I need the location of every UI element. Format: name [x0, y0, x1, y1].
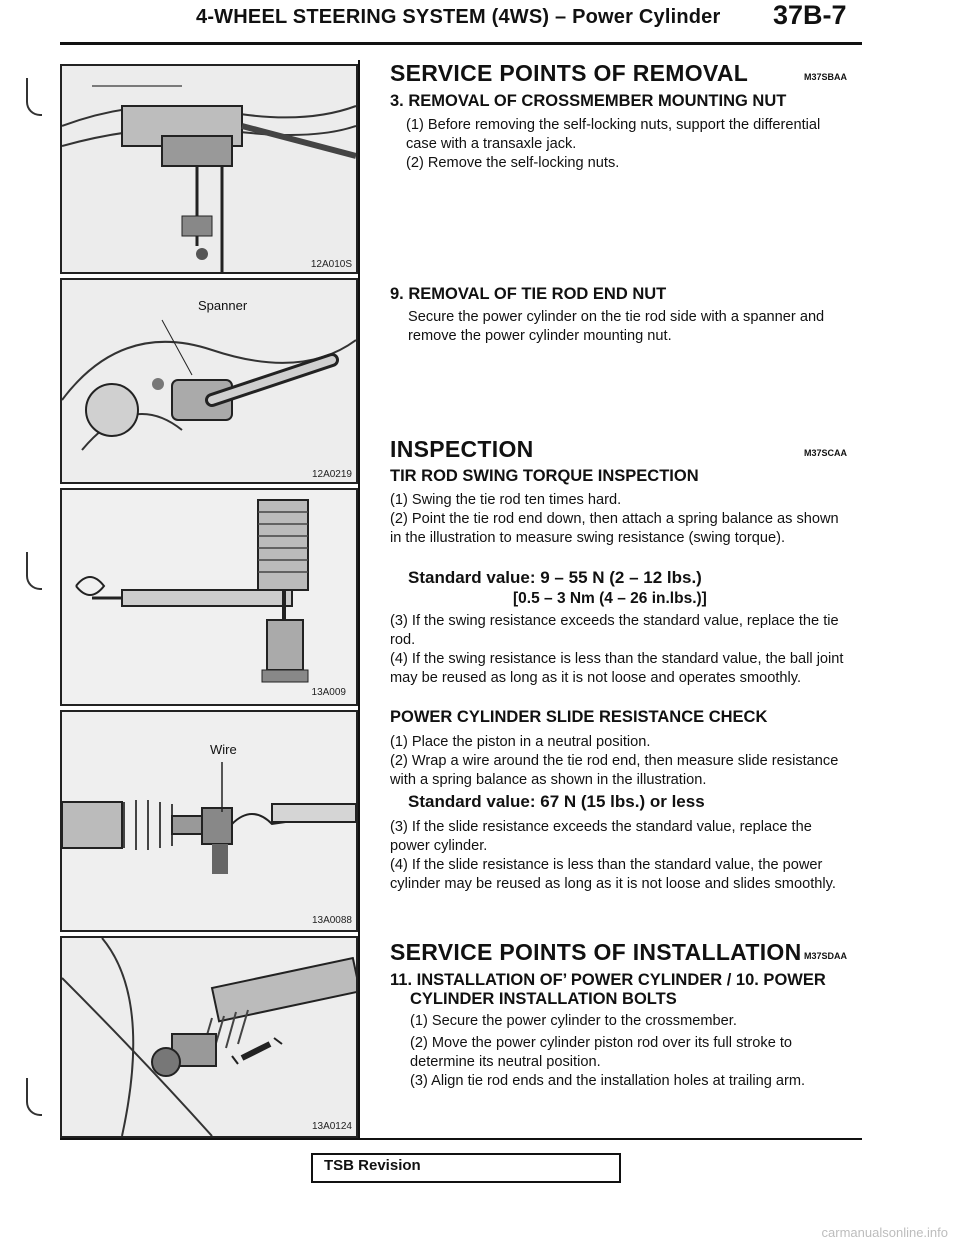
swing-torque-heading: TIR ROD SWING TORQUE INSPECTION — [390, 467, 699, 485]
section-title-inspection: INSPECTION — [390, 436, 534, 462]
installation-heading-line1: 11. INSTALLATION OF’ POWER CYLINDER / 10… — [390, 971, 826, 989]
illustration-spanner — [62, 280, 356, 482]
tsb-revision-box — [311, 1153, 621, 1183]
installation-heading-line2: CYLINDER INSTALLATION BOLTS — [410, 990, 677, 1008]
illustration-spring-balance — [62, 490, 356, 704]
figure-code: 13A0124 — [311, 1121, 352, 1132]
swing-step3: (3) If the swing resistance exceeds the … — [390, 613, 839, 648]
figure-swing-torque: 13A009 — [60, 488, 358, 706]
installation-step2: (2) Move the power cylinder piston rod o… — [410, 1035, 793, 1070]
column-divider — [358, 60, 360, 1140]
watermark-text: carmanualsonline.info — [821, 1225, 948, 1240]
binder-hole-mark — [26, 552, 42, 590]
figure-spanner-tie-rod: Spanner 12A0219 — [60, 278, 358, 484]
removal-item9-heading: 9. REMOVAL OF TIE ROD END NUT — [390, 285, 667, 303]
illustration-power-cylinder — [62, 938, 356, 1136]
figure-power-cylinder-install: 13A0124 — [60, 936, 358, 1138]
slide-resistance-heading: POWER CYLINDER SLIDE RESISTANCE CHECK — [390, 708, 768, 726]
installation-step3: (3) Align tie rod ends and the installat… — [410, 1073, 806, 1089]
swing-standard-value: Standard value: 9 – 55 N (2 – 12 lbs.) — [408, 568, 702, 587]
slide-step4: (4) If the slide resistance is less than… — [390, 857, 836, 892]
section-code-installation: M37SDAA — [804, 951, 848, 961]
removal-item3-step2: (2) Remove the self-locking nuts. — [406, 155, 620, 171]
swing-step4: (4) If the swing resistance is less than… — [390, 651, 844, 686]
figure-code: 13A0088 — [311, 915, 352, 926]
figure-crossmember-jack: 12A010S — [60, 64, 358, 274]
page-number: 37B-7 — [773, 0, 847, 30]
slide-step3: (3) If the slide resistance exceeds the … — [390, 819, 812, 854]
section-code-inspection: M37SCAA — [804, 448, 848, 458]
figure-slide-resistance: Wire 13A0088 — [60, 710, 358, 932]
binder-hole-mark — [26, 1078, 42, 1116]
section-title-removal: SERVICE POINTS OF REMOVAL — [390, 60, 749, 86]
tsb-revision-label: TSB Revision — [324, 1157, 421, 1174]
illustration-crossmember-jack — [62, 66, 356, 272]
slide-standard-value: Standard value: 67 N (15 lbs.) or less — [408, 792, 705, 811]
figure-code: 12A010S — [310, 259, 352, 270]
binder-hole-mark — [26, 78, 42, 116]
swing-step2: (2) Point the tie rod end down, then att… — [390, 511, 839, 546]
figure-code: 13A009 — [311, 687, 346, 698]
section-title-installation: SERVICE POINTS OF INSTALLATION — [390, 939, 802, 965]
illustration-wire-tie-rod — [62, 712, 356, 930]
removal-item9-body: Secure the power cylinder on the tie rod… — [408, 309, 825, 344]
header-rule — [60, 42, 862, 45]
slide-step1: (1) Place the piston in a neutral positi… — [390, 734, 651, 750]
removal-item3-step1: (1) Before removing the self-locking nut… — [406, 117, 821, 152]
slide-step2: (2) Wrap a wire around the tie rod end, … — [390, 753, 839, 788]
swing-step1: (1) Swing the tie rod ten times hard. — [390, 492, 622, 508]
figure-label-wire: Wire — [210, 742, 237, 757]
figure-label-spanner: Spanner — [198, 298, 248, 313]
figure-code: 12A0219 — [311, 469, 352, 480]
swing-standard-value-metric: [0.5 – 3 Nm (4 – 26 in.lbs.)] — [513, 590, 707, 607]
footer-rule — [60, 1138, 862, 1140]
page-header-title: 4-WHEEL STEERING SYSTEM (4WS) – Power Cy… — [196, 6, 721, 28]
installation-step1: (1) Secure the power cylinder to the cro… — [410, 1013, 737, 1029]
section-code-removal: M37SBAA — [804, 72, 848, 82]
removal-item3-heading: 3. REMOVAL OF CROSSMEMBER MOUNTING NUT — [390, 92, 787, 110]
